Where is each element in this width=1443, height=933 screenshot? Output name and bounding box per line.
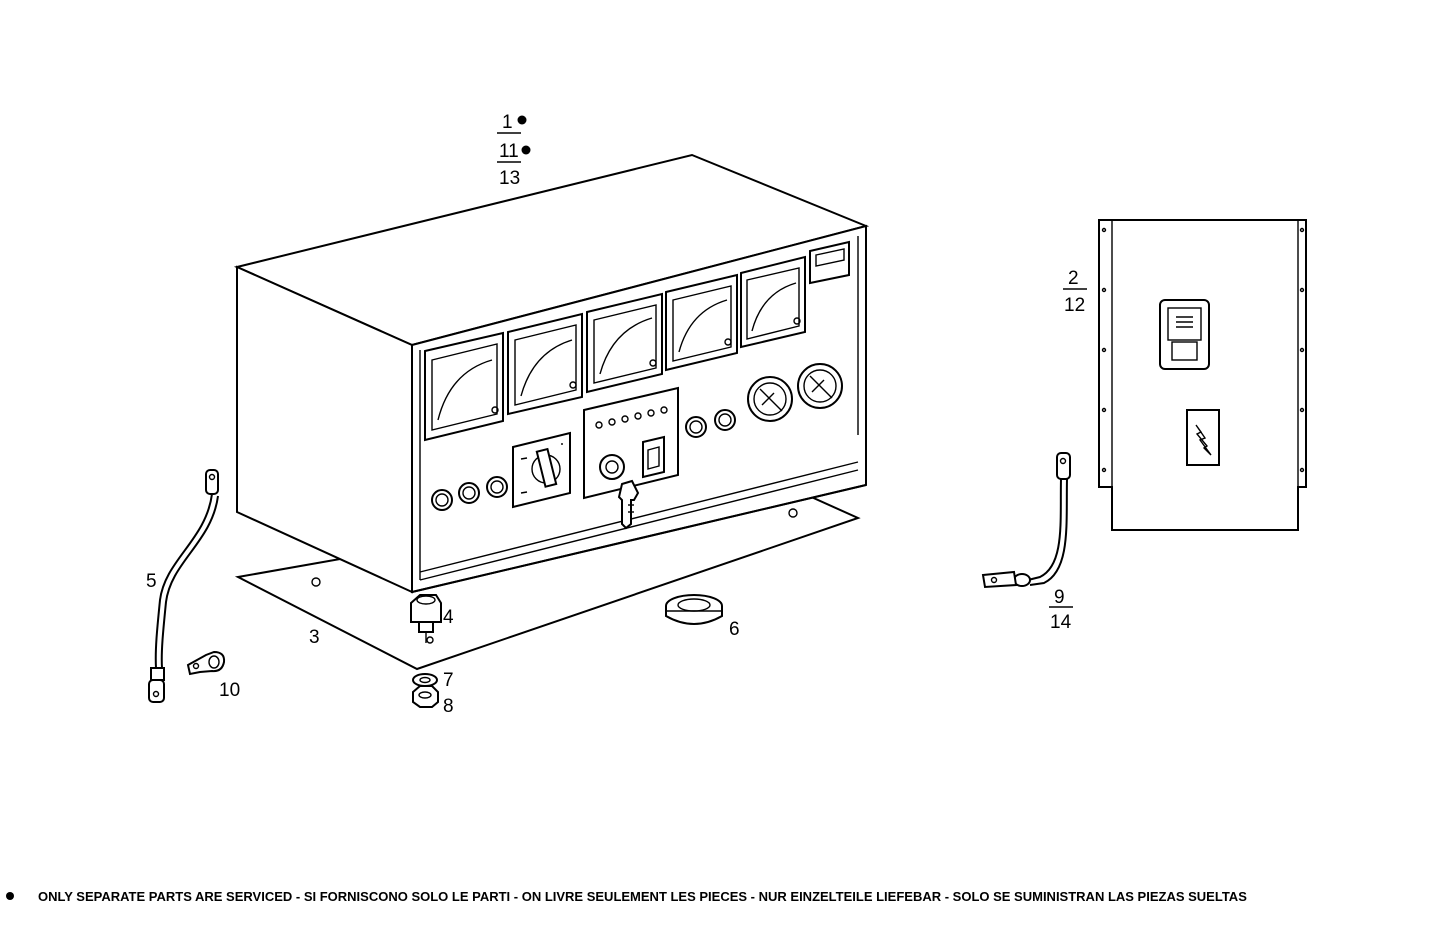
footer-note: ONLY SEPARATE PARTS ARE SERVICED - SI FO… [6, 884, 1440, 908]
start-module-panel [583, 386, 679, 500]
vibration-mount [410, 594, 442, 643]
power-factor-gauge [740, 255, 806, 349]
callout-6: 6 [729, 619, 740, 640]
wattmeter-gauge [665, 273, 738, 372]
grommet [665, 594, 723, 625]
indicator-lamp [431, 489, 453, 511]
callout-8: 8 [443, 696, 454, 717]
footer-text: ONLY SEPARATE PARTS ARE SERVICED - SI FO… [38, 888, 1247, 904]
callout-4: 4 [443, 607, 454, 628]
bullet-marker [521, 145, 531, 155]
voltmeter-gauge [424, 331, 504, 442]
callout-14: 14 [1050, 612, 1072, 633]
callout-12: 12 [1064, 295, 1085, 316]
callout-10: 10 [219, 680, 240, 701]
indicator-lamp [486, 476, 508, 498]
callout-2: 2 [1068, 268, 1079, 289]
bullet-marker [6, 892, 14, 900]
hour-counter [809, 240, 850, 285]
rotary-selector-switch [512, 431, 571, 509]
callout-13: 13 [499, 168, 520, 189]
bullet-marker [517, 115, 527, 125]
washer [412, 673, 438, 687]
door-ground-cable [981, 452, 1071, 589]
cable-clamp [186, 650, 226, 676]
frequency-meter-gauge [586, 292, 663, 394]
indicator-lamp [685, 416, 707, 438]
cabinet-door-cover [1098, 219, 1307, 531]
ignition-key [617, 479, 640, 530]
ground-cable [148, 469, 219, 703]
indicator-lamp [458, 482, 480, 504]
callout-2-12: 2 12 [1063, 268, 1087, 316]
callout-1-11-13: 1 11 13 [497, 112, 531, 189]
door-switch [1159, 299, 1210, 370]
meters [424, 240, 850, 442]
callout-11: 11 [499, 141, 519, 162]
callout-3: 3 [309, 627, 320, 648]
indicator-lamp [714, 409, 736, 431]
lower-controls [431, 363, 843, 530]
nut [412, 685, 439, 708]
callout-5: 5 [146, 571, 157, 592]
round-gauge [747, 376, 793, 422]
callout-1: 1 [502, 112, 513, 133]
callout-9-14: 9 14 [1049, 587, 1073, 633]
high-voltage-warning-label [1186, 409, 1220, 466]
callout-7: 7 [443, 670, 454, 691]
round-gauge [797, 363, 843, 409]
ammeter-gauge [507, 312, 583, 416]
callout-9: 9 [1054, 587, 1065, 608]
